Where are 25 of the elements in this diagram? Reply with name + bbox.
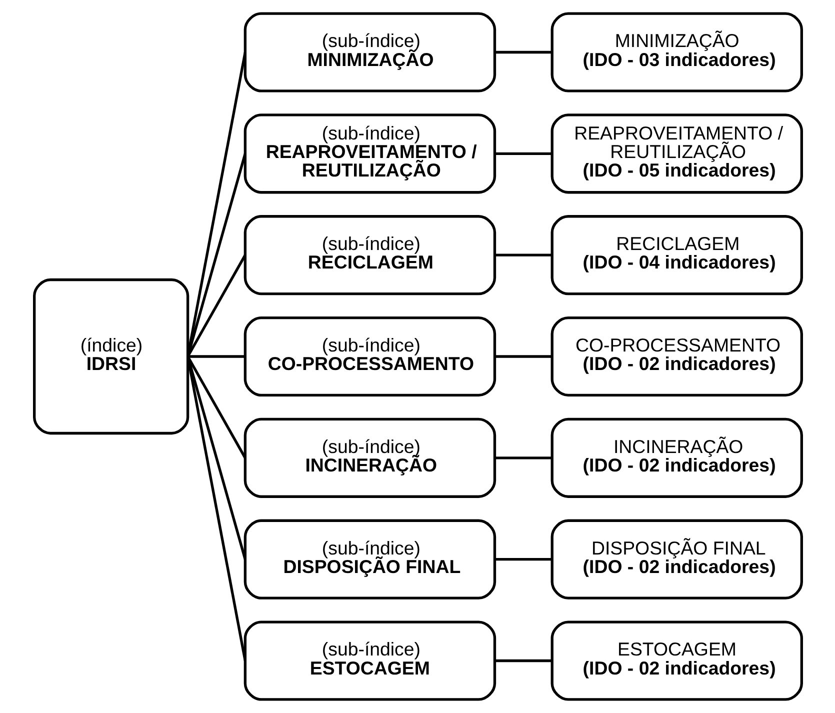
node-box: RECICLAGEM (IDO - 04 indicadores) xyxy=(550,215,802,296)
connector xyxy=(494,456,552,460)
connector xyxy=(186,356,246,661)
node-box: (sub-índice) REAPROVEITAMENTO / REUTILIZAÇÃO xyxy=(243,114,496,194)
node-box: MINIMIZAÇÃO (IDO - 03 indicadores) xyxy=(550,12,802,92)
node-box: ESTOCAGEM (IDO - 02 indicadores) xyxy=(550,620,802,701)
node-box: (índice) IDRSI xyxy=(32,278,189,435)
connector xyxy=(494,254,552,256)
connector xyxy=(494,355,552,358)
connector xyxy=(186,52,246,357)
node-box: INCINERAÇÃO (IDO - 02 indicadores) xyxy=(550,418,802,498)
node-box: (sub-índice) ESTOCAGEM xyxy=(243,620,496,701)
connector xyxy=(494,50,552,54)
connector xyxy=(494,152,552,155)
node-box: REAPROVEITAMENTO / REUTILIZAÇÃO (IDO - 05 indicadores) xyxy=(550,114,802,194)
node-box: (sub-índice) CO-PROCESSAMENTO xyxy=(243,316,496,397)
node-box: (sub-índice) DISPOSIÇÃO FINAL xyxy=(243,519,496,600)
node-box: (sub-índice) RECICLAGEM xyxy=(243,215,496,296)
node-box: CO-PROCESSAMENTO (IDO - 02 indicadores) xyxy=(550,316,802,397)
node-box: (sub-índice) MINIMIZAÇÃO xyxy=(243,12,496,92)
connector xyxy=(187,355,245,358)
node-box: (sub-índice) INCINERAÇÃO xyxy=(243,418,496,498)
node-box: DISPOSIÇÃO FINAL (IDO - 02 indicadores) xyxy=(550,519,802,600)
connector xyxy=(494,659,552,662)
connector xyxy=(494,558,552,561)
